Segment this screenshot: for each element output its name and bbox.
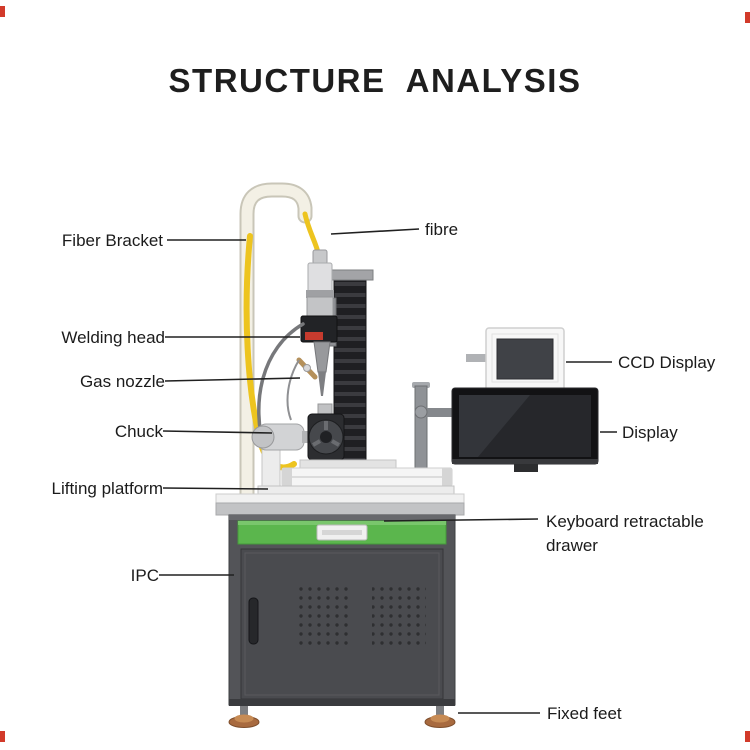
lifting-platform <box>257 459 455 497</box>
label-display: Display <box>622 423 678 442</box>
label-fixed-feet: Fixed feet <box>547 704 622 723</box>
label-gas-nozzle: Gas nozzle <box>79 372 165 391</box>
label-welding-head: Welding head <box>61 328 165 347</box>
leader-lines <box>159 228 617 714</box>
label-fiber-bracket: Fiber Bracket <box>61 231 163 250</box>
corner-mark <box>745 731 750 742</box>
monitor-arm <box>402 354 488 494</box>
label-ipc: IPC <box>130 566 159 585</box>
keyboard-drawer <box>237 520 447 545</box>
corner-mark <box>0 6 5 17</box>
label-chuck: Chuck <box>114 422 163 441</box>
label-fibre: fibre <box>425 220 459 239</box>
fiber-bracket-tube <box>239 182 313 502</box>
door-handle <box>248 597 259 645</box>
label-keyboard-drawer: Keyboard retractable drawer <box>546 512 704 555</box>
page-title: STRUCTURE ANALYSIS <box>168 62 582 99</box>
gas-nozzle <box>286 357 318 421</box>
label-ccd-display: CCD Display <box>618 353 716 372</box>
corner-mark <box>745 12 750 23</box>
fixed-feet <box>228 706 456 728</box>
label-lifting-platform: Lifting platform <box>51 479 164 498</box>
main-display-monitor <box>451 387 599 472</box>
corner-mark <box>0 731 5 742</box>
vent-grid <box>298 586 352 646</box>
worktable-top <box>215 493 465 516</box>
ipc-cabinet <box>228 514 456 706</box>
vent-grid <box>372 586 426 646</box>
